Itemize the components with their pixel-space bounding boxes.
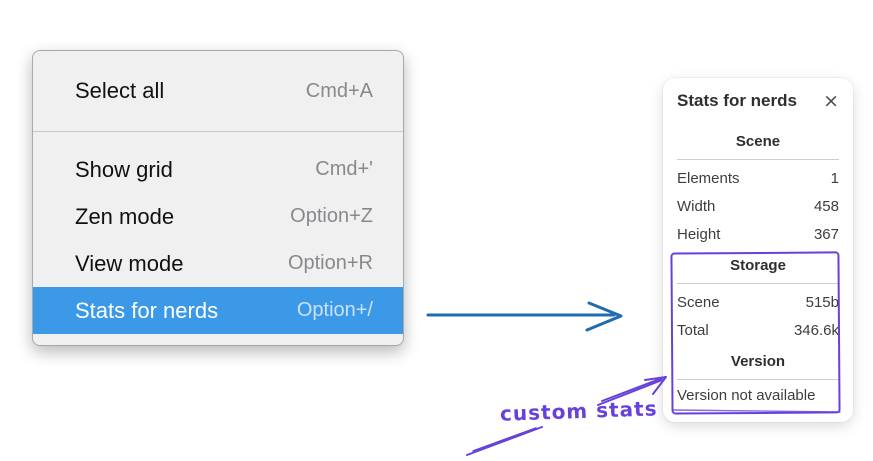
annotation-underline-stroke: [466, 426, 543, 456]
menu-item-select-all[interactable]: Select all Cmd+A: [33, 65, 403, 117]
stat-row-scene-size: Scene 515b: [677, 288, 839, 316]
annotation-text: custom stats: [499, 396, 658, 426]
menu-item-shortcut: Option+/: [296, 299, 373, 321]
stat-row-elements: Elements 1: [677, 164, 839, 192]
context-menu-section-top: Select all Cmd+A: [33, 51, 403, 132]
divider: [677, 283, 839, 284]
menu-item-label: View mode: [75, 250, 184, 276]
stat-label: Scene: [677, 293, 720, 311]
menu-item-view-mode[interactable]: View mode Option+R: [33, 240, 403, 287]
context-menu: Select all Cmd+A Show grid Cmd+' Zen mod…: [32, 50, 404, 346]
stat-value: 346.6k: [793, 321, 839, 339]
stats-panel-title: Stats for nerds: [677, 91, 797, 110]
version-section-title: Version: [730, 353, 786, 370]
menu-item-label: Select all: [75, 78, 165, 103]
stat-value: 1: [830, 169, 839, 187]
scene-section-title: Scene: [735, 133, 781, 150]
menu-item-label: Show grid: [75, 156, 173, 182]
flow-arrow: [426, 301, 623, 332]
stat-value: 367: [813, 225, 839, 243]
menu-item-shortcut: Cmd+': [315, 158, 373, 180]
menu-item-zen-mode[interactable]: Zen mode Option+Z: [33, 193, 403, 240]
menu-item-shortcut: Option+Z: [290, 205, 373, 227]
close-icon[interactable]: ×: [823, 89, 839, 112]
menu-item-label: Zen mode: [75, 203, 175, 229]
version-note: Version not available: [677, 387, 816, 404]
stat-label: Width: [677, 197, 716, 215]
stat-label: Elements: [677, 169, 740, 187]
context-menu-section-view: Show grid Cmd+' Zen mode Option+Z View m…: [33, 132, 403, 348]
stat-label: Height: [677, 225, 721, 243]
stat-row-total-size: Total 346.6k: [677, 316, 839, 344]
stat-value: 458: [813, 197, 839, 215]
stat-row-width: Width 458: [677, 192, 839, 220]
menu-item-stats-for-nerds[interactable]: Stats for nerds Option+/: [33, 287, 403, 334]
stats-panel: Stats for nerds × Scene Elements 1 Width…: [663, 78, 853, 422]
divider: [677, 379, 839, 380]
storage-section-title: Storage: [730, 257, 786, 274]
stat-label: Total: [677, 321, 709, 339]
menu-item-label: Stats for nerds: [75, 297, 219, 323]
stat-row-height: Height 367: [677, 220, 839, 248]
menu-item-shortcut: Option+R: [287, 252, 373, 274]
menu-item-show-grid[interactable]: Show grid Cmd+': [33, 146, 403, 193]
stat-value: 515b: [805, 293, 839, 311]
divider: [677, 159, 839, 160]
stats-panel-header: Stats for nerds ×: [677, 90, 839, 112]
menu-item-shortcut: Cmd+A: [305, 79, 373, 102]
